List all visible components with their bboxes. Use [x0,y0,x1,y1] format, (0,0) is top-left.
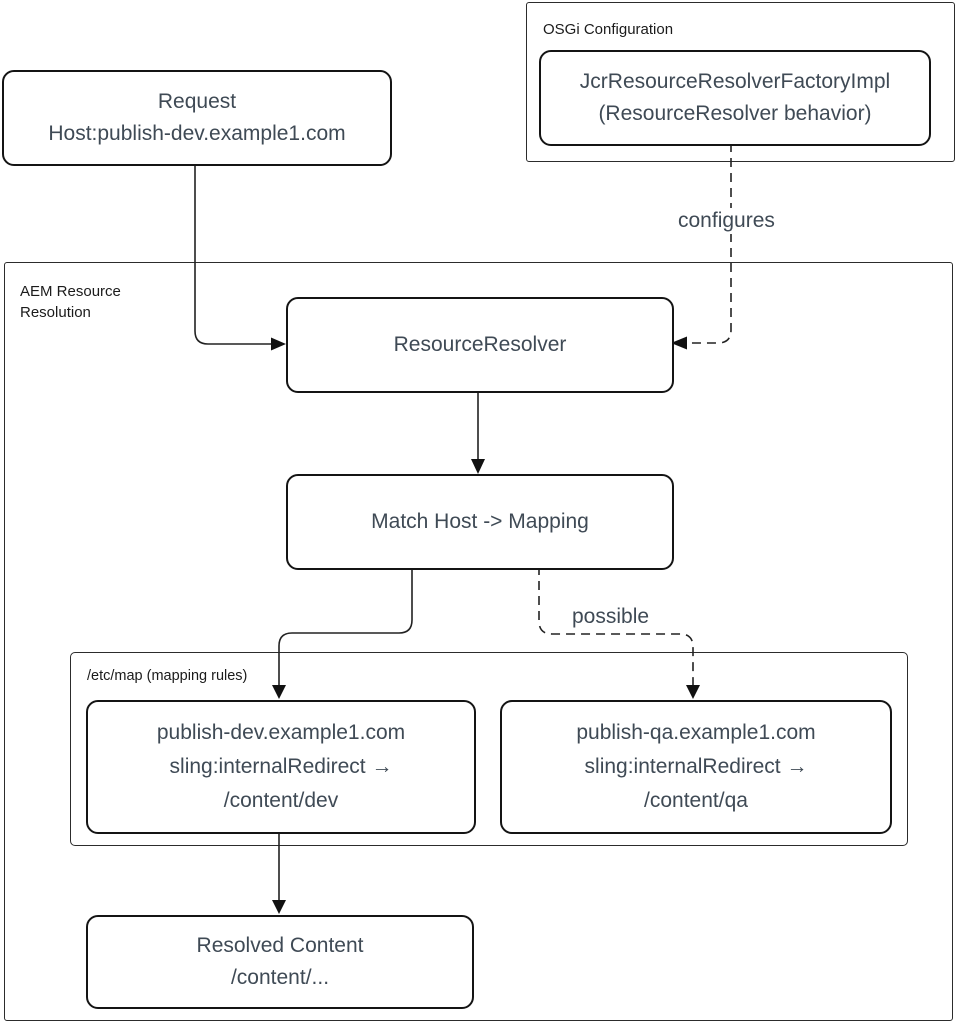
map-rule-dev-line3: /content/dev [223,789,339,812]
map-rule-qa-line2: sling:internalRedirect → [584,755,808,778]
factory-node-line1: JcrResourceResolverFactoryImpl [579,70,891,93]
resolved-content-line2: /content/... [230,966,330,989]
etc-map-group-label: /etc/map (mapping rules) [87,668,248,684]
aem-group-label: AEM Resource Resolution [20,281,121,323]
map-rule-dev-line2: sling:internalRedirect → [169,755,393,778]
resource-resolver-label: ResourceResolver [393,333,567,356]
resolved-content-line1: Resolved Content [196,934,364,957]
map-rule-qa-line3: /content/qa [644,789,748,812]
resource-resolver-node: ResourceResolver [286,297,674,393]
osgi-group-label: OSGi Configuration [543,21,674,38]
possible-edge-label: possible [567,604,655,630]
factory-node-line2: (ResourceResolver behavior) [598,102,872,125]
map-rule-qa-line1: publish-qa.example1.com [576,721,816,744]
configures-edge-label: configures [673,208,780,234]
resolved-content-node: Resolved Content /content/... [86,915,474,1009]
map-rule-dev-node: publish-dev.example1.com sling:internalR… [86,700,476,834]
aem-group-label-line2: Resolution [20,304,91,321]
aem-resource-resolution-group [4,262,953,1021]
request-node-line1: Request [157,90,237,113]
aem-group-label-line1: AEM Resource [20,283,121,300]
factory-node: JcrResourceResolverFactoryImpl (Resource… [539,50,931,146]
map-rule-qa-node: publish-qa.example1.com sling:internalRe… [500,700,892,834]
match-host-label: Match Host -> Mapping [371,510,589,533]
match-host-node: Match Host -> Mapping [286,474,674,570]
map-rule-dev-line1: publish-dev.example1.com [156,721,406,744]
etc-map-group [70,652,908,846]
request-node: Request Host:publish-dev.example1.com [2,70,392,166]
request-node-line2: Host:publish-dev.example1.com [48,122,346,145]
